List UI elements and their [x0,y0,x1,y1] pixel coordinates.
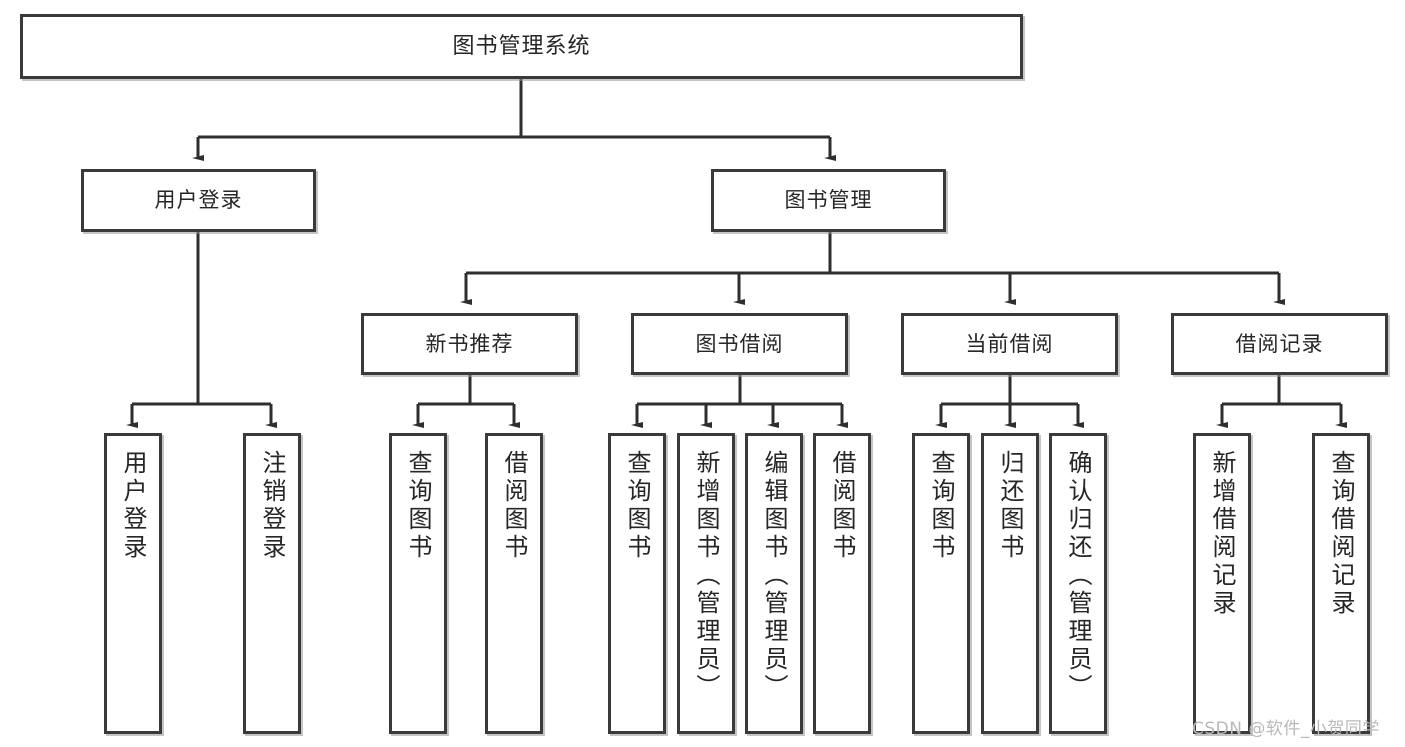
leaf-current-borrow-query[interactable]: 查询图书 [912,433,970,734]
node-current-borrow[interactable]: 当前借阅 [901,313,1118,375]
leaf-book-borrow-add[interactable]: 新增图书（管理员） [677,433,735,734]
node-label: 用户登录 [154,188,243,213]
node-label: 图书借阅 [695,331,784,356]
node-label: 新书推荐 [425,331,514,356]
node-label: 归还图书 [996,450,1024,562]
node-label: 编辑图书（管理员） [760,450,788,702]
node-book-management[interactable]: 图书管理 [711,169,946,232]
leaf-new-book-borrow[interactable]: 借阅图书 [485,433,543,734]
node-label: 图书管理系统 [452,33,591,59]
node-label: 查询借阅记录 [1327,450,1355,618]
node-user-login[interactable]: 用户登录 [81,169,316,232]
node-label: 图书管理 [784,188,873,213]
leaf-book-borrow-query[interactable]: 查询图书 [608,433,666,734]
leaf-new-book-query[interactable]: 查询图书 [389,433,447,734]
leaf-current-borrow-confirm-return[interactable]: 确认归还（管理员） [1049,433,1107,734]
node-label: 借阅记录 [1235,331,1324,356]
node-label: 确认归还（管理员） [1064,450,1092,702]
leaf-borrow-record-query[interactable]: 查询借阅记录 [1312,433,1370,734]
node-label: 借阅图书 [500,450,528,562]
node-new-book-recommend[interactable]: 新书推荐 [361,313,578,375]
node-label: 查询图书 [623,450,651,562]
leaf-user-login-logout[interactable]: 注销登录 [243,433,301,734]
node-label: 新增图书（管理员） [692,450,720,702]
leaf-book-borrow-edit[interactable]: 编辑图书（管理员） [745,433,803,734]
csdn-watermark: CSDN @软件_小贺同学 [1192,719,1380,739]
node-label: 注销登录 [258,450,286,562]
node-label: 查询图书 [404,450,432,562]
node-label: 当前借阅 [965,331,1054,356]
node-label: 新增借阅记录 [1208,450,1236,618]
node-label: 查询图书 [927,450,955,562]
leaf-book-borrow-borrow[interactable]: 借阅图书 [813,433,871,734]
leaf-borrow-record-add[interactable]: 新增借阅记录 [1193,433,1251,734]
node-label: 用户登录 [119,450,147,562]
node-label: 借阅图书 [828,450,856,562]
node-book-borrow[interactable]: 图书借阅 [631,313,848,375]
node-root-system[interactable]: 图书管理系统 [20,14,1023,79]
node-borrow-record[interactable]: 借阅记录 [1171,313,1388,375]
leaf-user-login-login[interactable]: 用户登录 [104,433,162,734]
leaf-current-borrow-return[interactable]: 归还图书 [981,433,1039,734]
